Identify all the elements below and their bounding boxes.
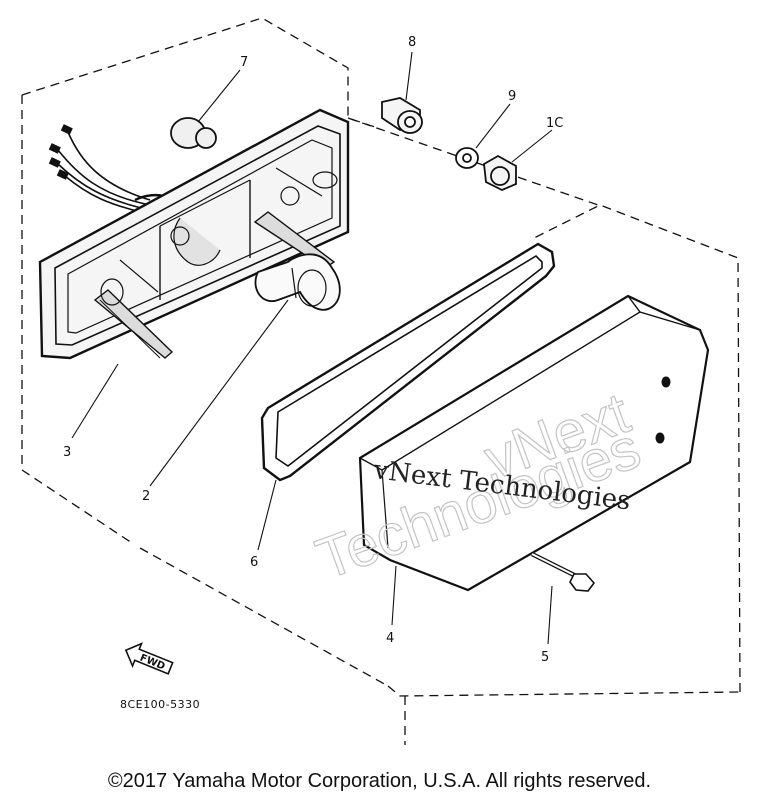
screw — [530, 551, 596, 592]
callout-8: 8 — [408, 35, 416, 50]
callout-3: 3 — [63, 445, 71, 460]
callout-10: 1C — [546, 116, 563, 131]
washer — [455, 147, 479, 169]
callout-6: 6 — [250, 555, 258, 570]
wire-connectors — [48, 124, 73, 180]
lens — [358, 294, 710, 592]
gasket — [260, 242, 556, 482]
grommet — [170, 117, 217, 149]
collar — [381, 97, 423, 134]
bulb — [254, 253, 341, 311]
callout-4: 4 — [386, 631, 394, 646]
part-code: 8CE100-5330 — [120, 698, 200, 711]
assembly-outline — [21, 17, 741, 745]
callout-7: 7 — [240, 55, 248, 70]
leader-lines — [71, 51, 553, 645]
watermark: vNext Technologies vNext Technologies — [308, 380, 650, 593]
callout-5: 5 — [541, 650, 549, 665]
callout-9: 9 — [508, 89, 516, 104]
nut — [483, 154, 517, 191]
copyright-notice: ©2017 Yamaha Motor Corporation, U.S.A. A… — [107, 770, 652, 792]
fwd-arrow-icon: FWD — [124, 642, 174, 675]
callout-2: 2 — [142, 489, 150, 504]
